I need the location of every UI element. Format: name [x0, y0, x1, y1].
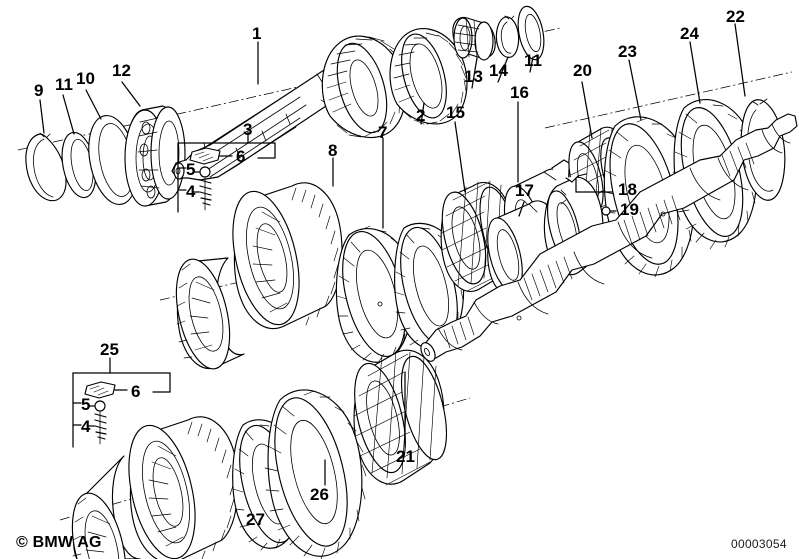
copyright-notice: © BMW AG — [16, 534, 102, 551]
callout-3: 3 — [243, 120, 253, 139]
callout-6: 6 — [236, 147, 246, 166]
callout-10: 10 — [76, 69, 95, 88]
callout-18: 18 — [618, 180, 637, 199]
callout-5-second: 5 — [81, 395, 91, 414]
part-6b-detent-key — [84, 381, 128, 399]
callout-9: 9 — [34, 81, 44, 100]
drawing-number: 00003054 — [731, 537, 787, 551]
part-6-detent-key — [189, 142, 233, 165]
callout-26: 26 — [310, 485, 329, 504]
callout-5: 5 — [186, 160, 196, 179]
callout-27: 27 — [246, 510, 265, 529]
part-25-bracket — [72, 357, 171, 448]
part-9-snap-ring — [25, 132, 67, 202]
callout-17: 17 — [515, 181, 534, 200]
callout-20: 20 — [573, 61, 592, 80]
part-11b-circlip — [517, 5, 545, 61]
callout-16: 16 — [510, 83, 529, 102]
part-27-lower-sleeve — [71, 416, 257, 559]
part-4-detent-spring — [192, 177, 212, 211]
callout-23: 23 — [618, 42, 637, 61]
part-4b-detent-spring — [87, 411, 107, 445]
callout-4-second: 4 — [81, 417, 91, 436]
callout-24: 24 — [680, 24, 699, 43]
callout-6-second: 6 — [131, 382, 141, 401]
callout-2: 2 — [416, 106, 426, 125]
callout-11-second: 11 — [524, 51, 542, 70]
part-21-needle-cage — [353, 349, 448, 486]
part-19-retaining-pin — [601, 206, 617, 216]
part-12-ball-bearing — [124, 105, 186, 207]
callout-21: 21 — [396, 447, 415, 466]
callout-4: 4 — [186, 182, 196, 201]
callout-15: 15 — [446, 103, 465, 122]
callout-7: 7 — [378, 123, 388, 142]
part-8-sliding-sleeve — [175, 157, 343, 370]
callout-14: 14 — [489, 61, 508, 80]
callout-11: 11 — [55, 75, 73, 94]
part-2-synchro-ring — [389, 28, 468, 125]
callout-25: 25 — [100, 340, 119, 359]
callout-22: 22 — [726, 7, 745, 26]
callout-1: 1 — [252, 24, 262, 43]
callout-12: 12 — [112, 61, 131, 80]
part-5b-detent-ball — [87, 400, 106, 412]
part-28-output-shaft — [420, 113, 798, 362]
part-26-helical-gear — [264, 389, 367, 559]
part-2a-drive-gear — [321, 35, 407, 139]
part-14-spacer-ring — [495, 15, 520, 58]
callout-13: 13 — [464, 67, 483, 86]
part-13-needle-cage — [452, 16, 496, 61]
part-5-detent-ball — [192, 166, 211, 178]
callout-19: 19 — [620, 200, 639, 219]
callout-8: 8 — [328, 141, 338, 160]
